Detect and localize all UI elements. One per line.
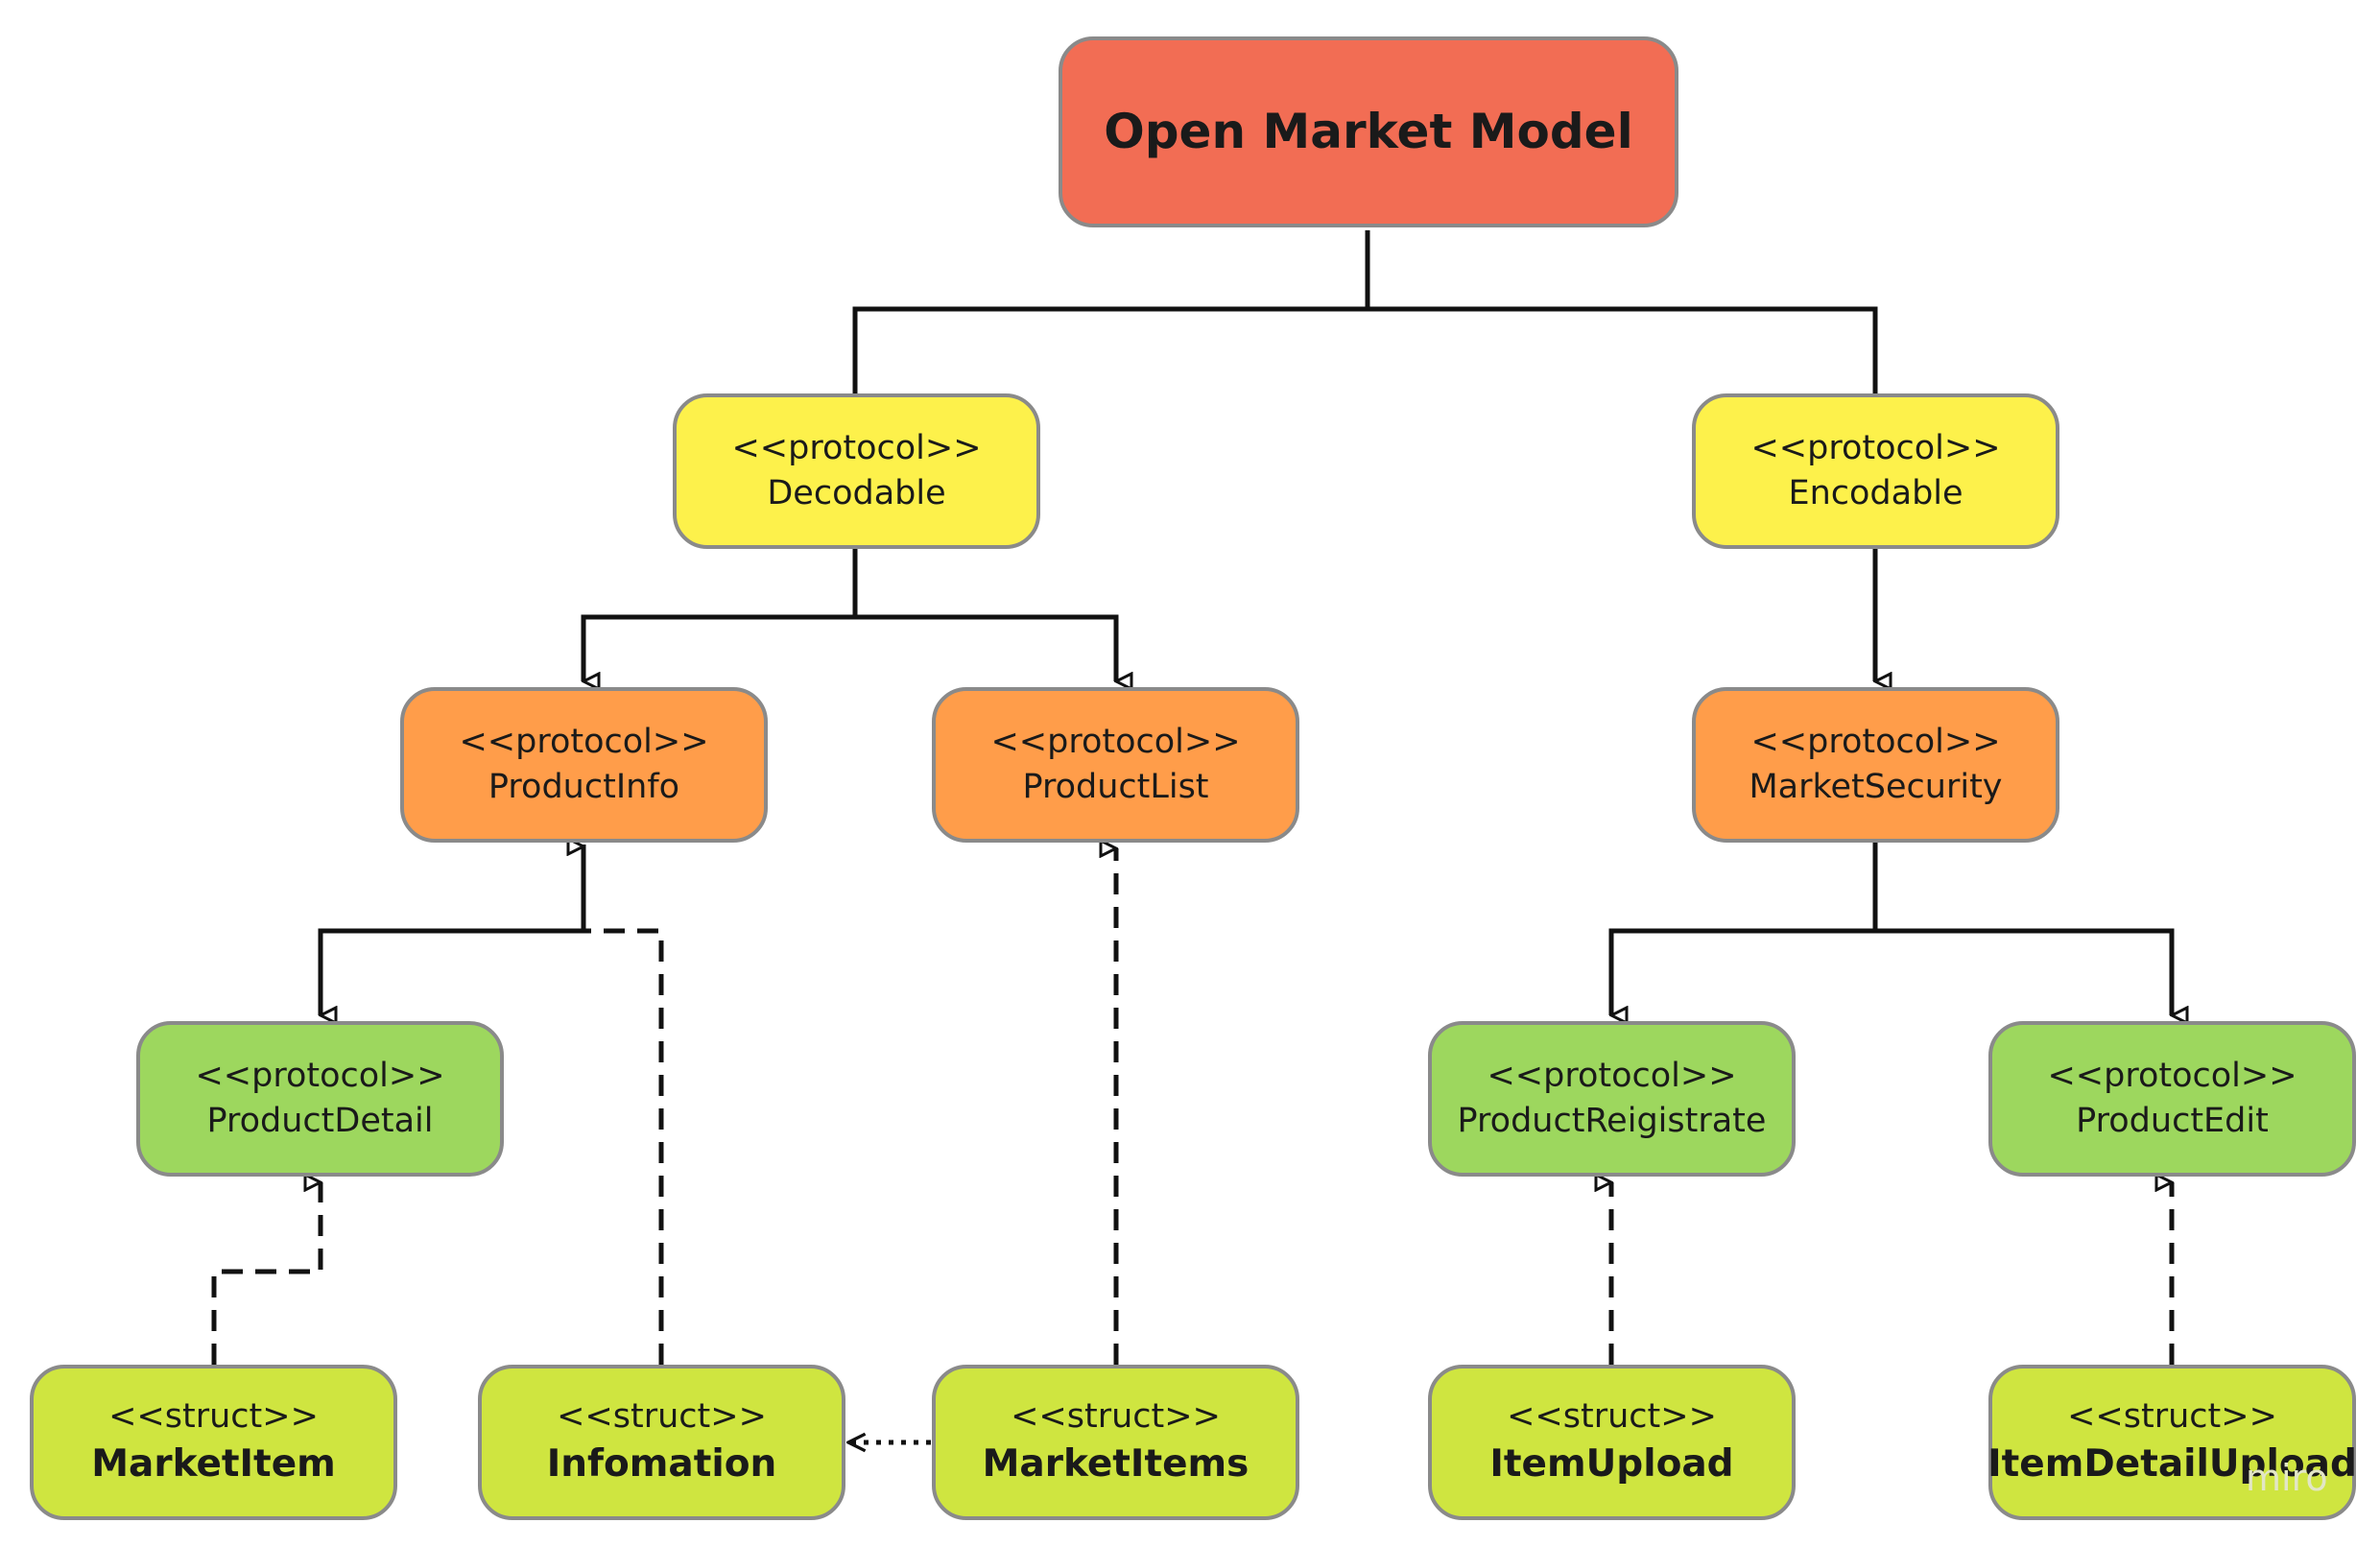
protocol-name: MarketSecurity	[1749, 768, 2003, 806]
stereotype-label: <<protocol>>	[731, 428, 982, 467]
marketitem-struct-node[interactable]: <<struct>> MarketItem	[30, 1365, 397, 1520]
marketsecurity-to-productedit-line	[1875, 928, 2172, 1015]
itemupload-struct-node[interactable]: <<struct>> ItemUpload	[1428, 1365, 1796, 1520]
marketitem-to-productdetail-dashed-line	[211, 1182, 323, 1365]
open-market-model-node[interactable]: Open Market Model	[1059, 36, 1678, 227]
stereotype-label: <<protocol>>	[459, 722, 709, 761]
stereotype-label: <<struct>>	[557, 1397, 767, 1437]
encodable-protocol-node[interactable]: <<protocol>> Encodable	[1692, 393, 2059, 549]
struct-name: MarketItems	[982, 1442, 1250, 1487]
infomation-struct-node[interactable]: <<struct>> Infomation	[478, 1365, 845, 1520]
protocol-name: Encodable	[1788, 474, 1964, 512]
struct-name: Infomation	[546, 1442, 777, 1487]
productreigistrate-protocol-node[interactable]: <<protocol>> ProductReigistrate	[1428, 1021, 1796, 1177]
decodable-to-productinfo-line	[581, 549, 858, 681]
protocol-name: ProductList	[1022, 768, 1209, 806]
stereotype-label: <<protocol>>	[990, 722, 1241, 761]
protocol-name: ProductInfo	[488, 768, 680, 806]
stereotype-label: <<protocol>>	[1750, 722, 2001, 761]
diagram-title: Open Market Model	[1104, 103, 1633, 159]
stereotype-label: <<struct>>	[2067, 1397, 2277, 1437]
infomation-to-productinfo-dashed-line	[583, 846, 664, 1365]
decodable-to-productlist-line	[855, 614, 1116, 681]
productinfo-to-productdetail-line	[318, 845, 586, 1015]
productlist-protocol-node[interactable]: <<protocol>> ProductList	[932, 687, 1299, 843]
decodable-protocol-node[interactable]: <<protocol>> Decodable	[673, 393, 1040, 549]
stereotype-label: <<protocol>>	[1487, 1056, 1737, 1095]
protocol-name: ProductEdit	[2076, 1102, 2269, 1140]
root-to-encodable-line	[1368, 306, 1878, 393]
productedit-protocol-node[interactable]: <<protocol>> ProductEdit	[1988, 1021, 2356, 1177]
stereotype-label: <<protocol>>	[195, 1056, 445, 1095]
miro-watermark: miro	[2246, 1457, 2328, 1499]
struct-name: ItemUpload	[1489, 1442, 1734, 1487]
stereotype-label: <<struct>>	[108, 1397, 319, 1437]
struct-name: MarketItem	[91, 1442, 336, 1487]
productinfo-protocol-node[interactable]: <<protocol>> ProductInfo	[400, 687, 768, 843]
productdetail-protocol-node[interactable]: <<protocol>> ProductDetail	[136, 1021, 504, 1177]
stereotype-label: <<protocol>>	[1750, 428, 2001, 467]
root-to-decodable-line	[852, 230, 1370, 393]
stereotype-label: <<struct>>	[1011, 1397, 1221, 1437]
protocol-name: ProductReigistrate	[1457, 1102, 1767, 1140]
itemdetailupload-struct-node[interactable]: <<struct>> ItemDetailUpload	[1987, 1365, 2357, 1520]
struct-name: ItemDetailUpload	[1987, 1442, 2357, 1487]
stereotype-label: <<protocol>>	[2047, 1056, 2297, 1095]
protocol-name: ProductDetail	[206, 1102, 434, 1140]
stereotype-label: <<struct>>	[1507, 1397, 1717, 1437]
marketitems-struct-node[interactable]: <<struct>> MarketItems	[932, 1365, 1299, 1520]
marketsecurity-to-productreigistrate-line	[1608, 843, 1878, 1015]
marketsecurity-protocol-node[interactable]: <<protocol>> MarketSecurity	[1692, 687, 2059, 843]
protocol-name: Decodable	[767, 474, 946, 512]
